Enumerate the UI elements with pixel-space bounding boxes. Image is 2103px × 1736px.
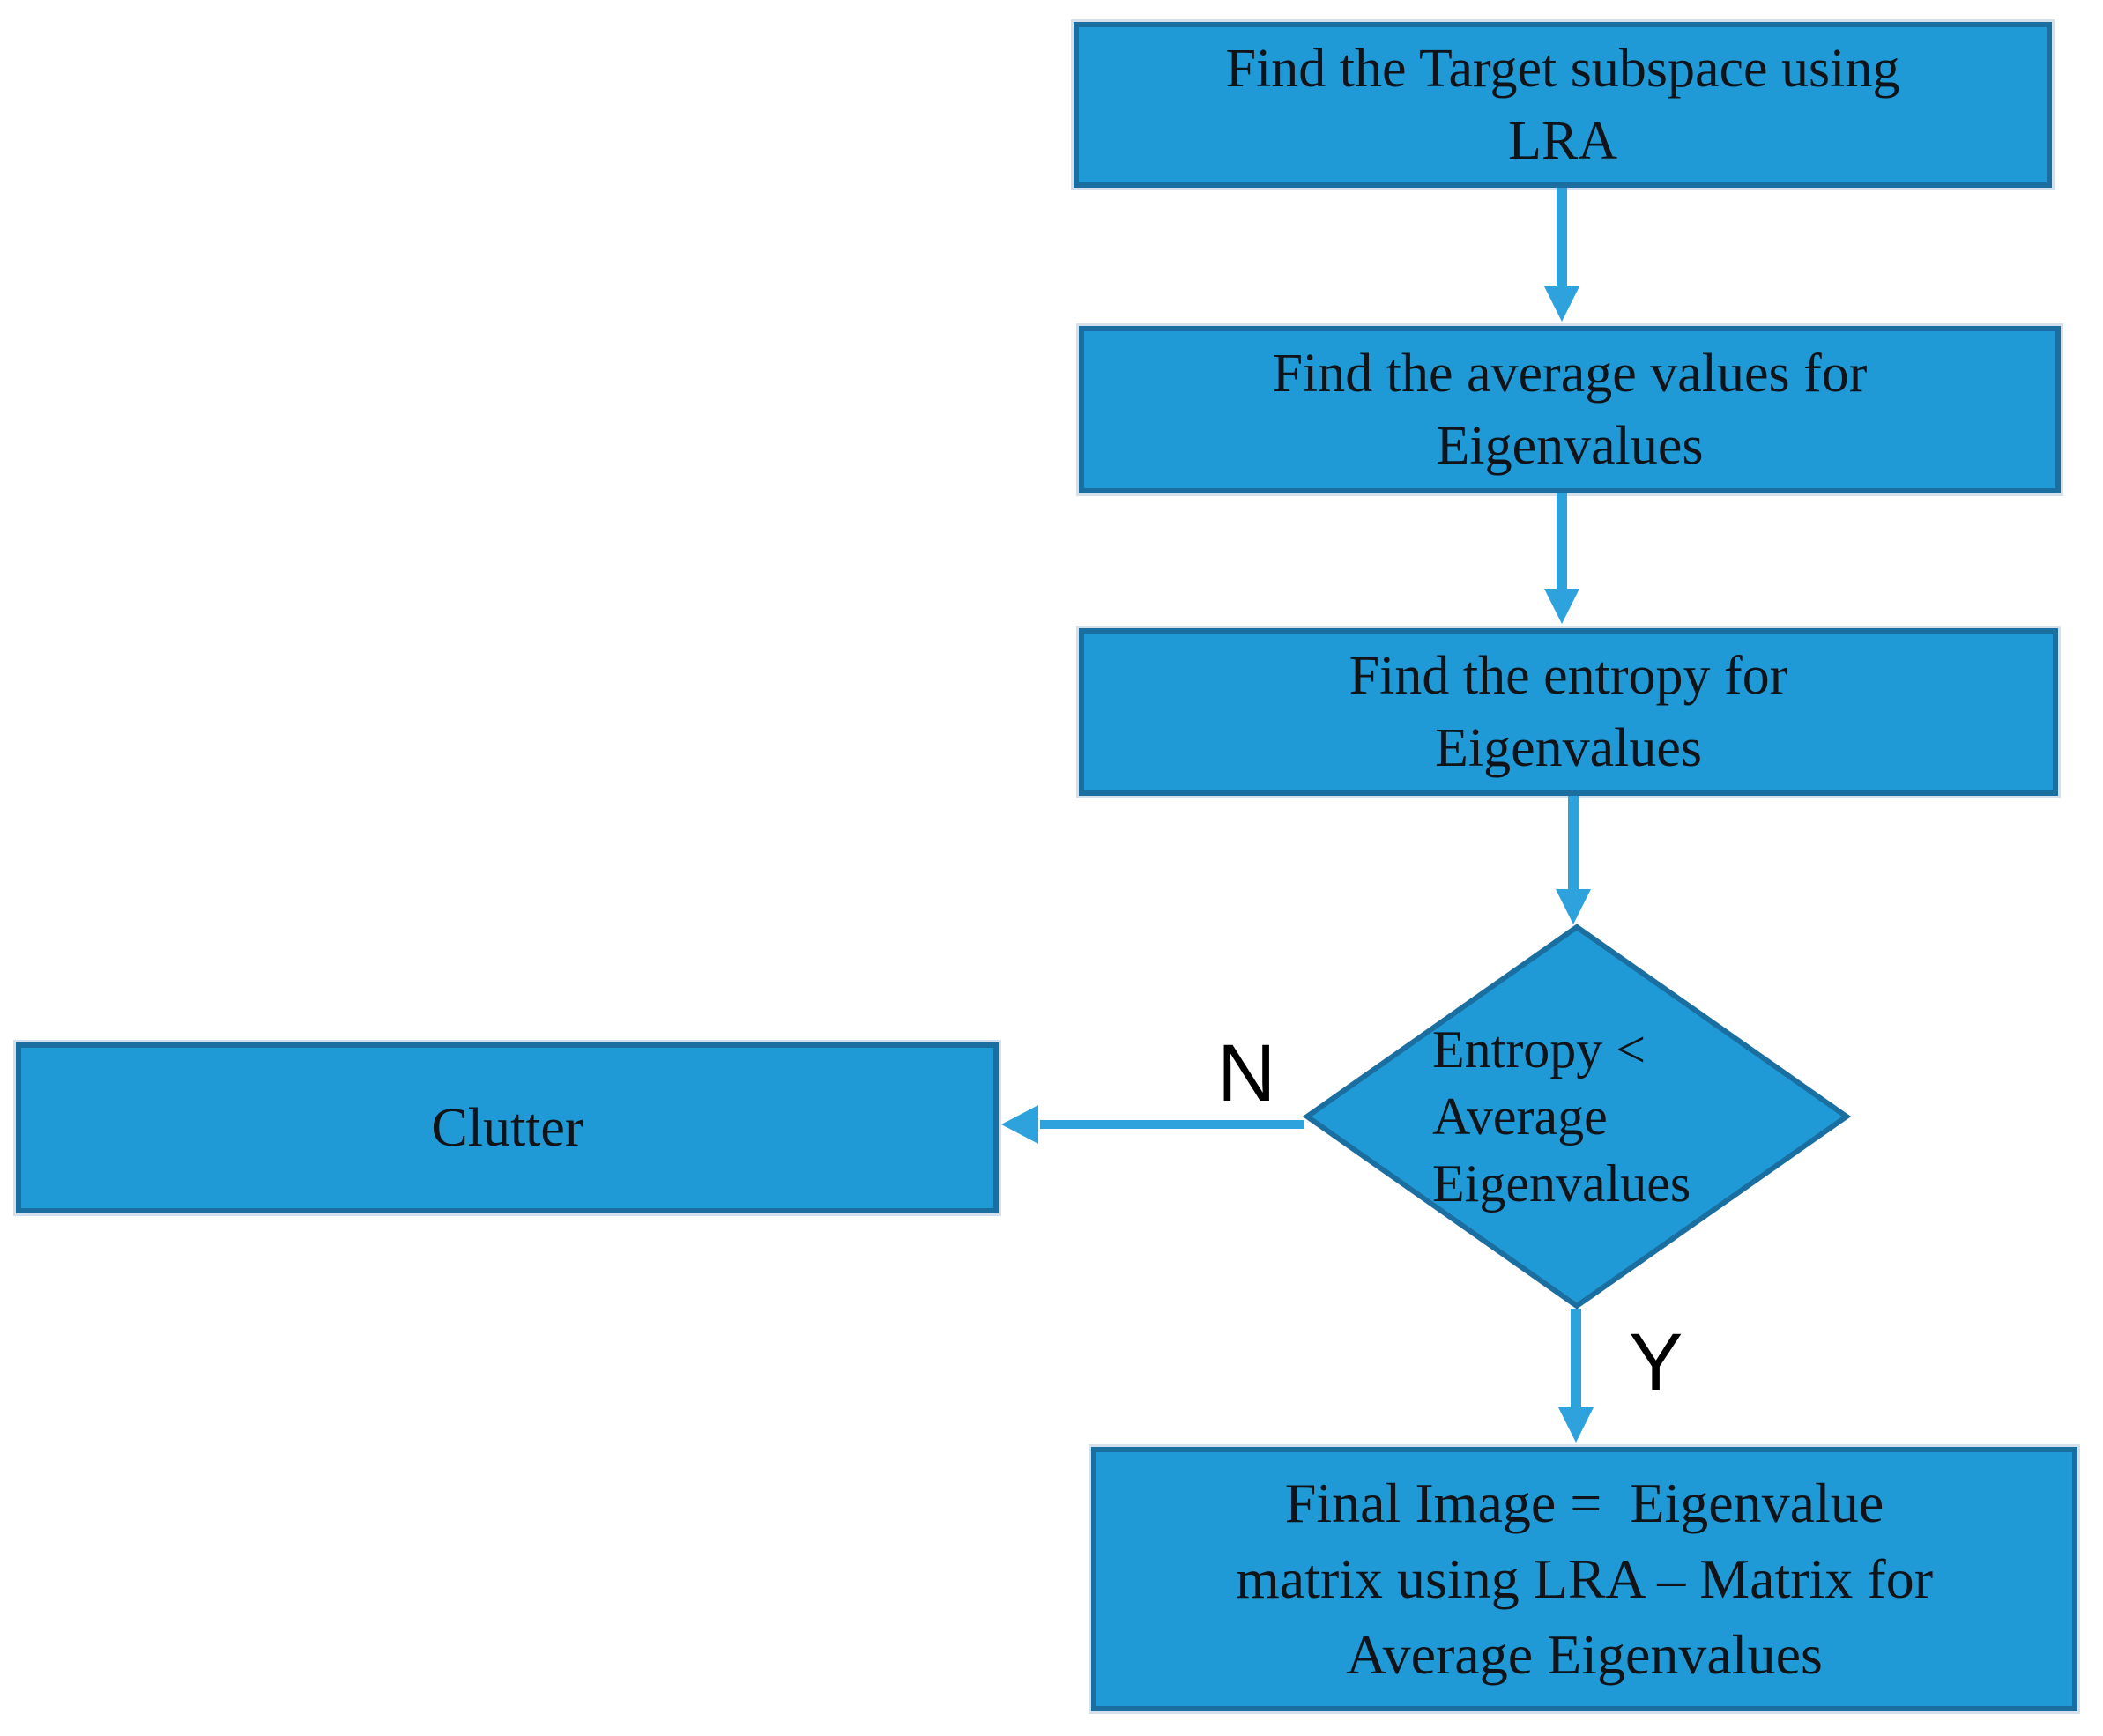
decision-entropy-diamond: Entropy < Average Eigenvalues <box>1302 922 1852 1311</box>
arrow-target-to-average-line <box>1557 188 1567 288</box>
node-find-average-line1: Find the average values for <box>1272 344 1868 404</box>
node-find-average-line2: Eigenvalues <box>1436 416 1704 476</box>
arrow-average-to-entropy-head <box>1544 589 1579 624</box>
arrow-average-to-entropy-line <box>1557 493 1567 590</box>
node-find-entropy-line2: Eigenvalues <box>1434 718 1702 778</box>
branch-no-label: N <box>1217 1028 1276 1118</box>
node-find-target-subspace: Find the Target subspace using LRA <box>1074 22 2052 188</box>
decision-line3: Eigenvalues <box>1432 1154 1691 1213</box>
arrow-decision-to-clutter-line <box>1040 1120 1304 1129</box>
arrow-target-to-average-head <box>1544 286 1579 322</box>
node-find-entropy-eigenvalues: Find the entropy for Eigenvalues <box>1079 628 2058 796</box>
decision-diamond-shape <box>1302 924 1852 1309</box>
branch-yes-label: Y <box>1629 1317 1683 1407</box>
node-clutter: Clutter <box>16 1042 999 1213</box>
arrow-entropy-to-decision-line <box>1568 796 1579 891</box>
decision-diamond-text: Entropy < Average Eigenvalues <box>1302 922 1852 1311</box>
node-final-line1: Final Image = Eigenvalue <box>1284 1472 1884 1534</box>
decision-line2: Average <box>1432 1087 1608 1146</box>
node-final-image: Final Image = Eigenvalue matrix using LR… <box>1091 1447 2077 1711</box>
decision-line1: Entropy < <box>1432 1020 1646 1079</box>
arrow-decision-to-final-head <box>1558 1407 1594 1443</box>
node-find-target-line1: Find the Target subspace using <box>1225 39 1900 99</box>
arrow-decision-to-clutter-head <box>1001 1105 1038 1144</box>
node-find-target-line2: LRA <box>1508 111 1617 171</box>
node-final-line2: matrix using LRA – Matrix for <box>1235 1547 1934 1610</box>
node-find-entropy-line1: Find the entropy for <box>1349 646 1788 706</box>
node-find-average-eigenvalues: Find the average values for Eigenvalues <box>1079 326 2061 493</box>
node-clutter-line1: Clutter <box>431 1098 583 1158</box>
arrow-entropy-to-decision-head <box>1556 889 1591 924</box>
arrow-decision-to-final-line <box>1571 1309 1581 1409</box>
node-final-line3: Average Eigenvalues <box>1346 1623 1823 1686</box>
